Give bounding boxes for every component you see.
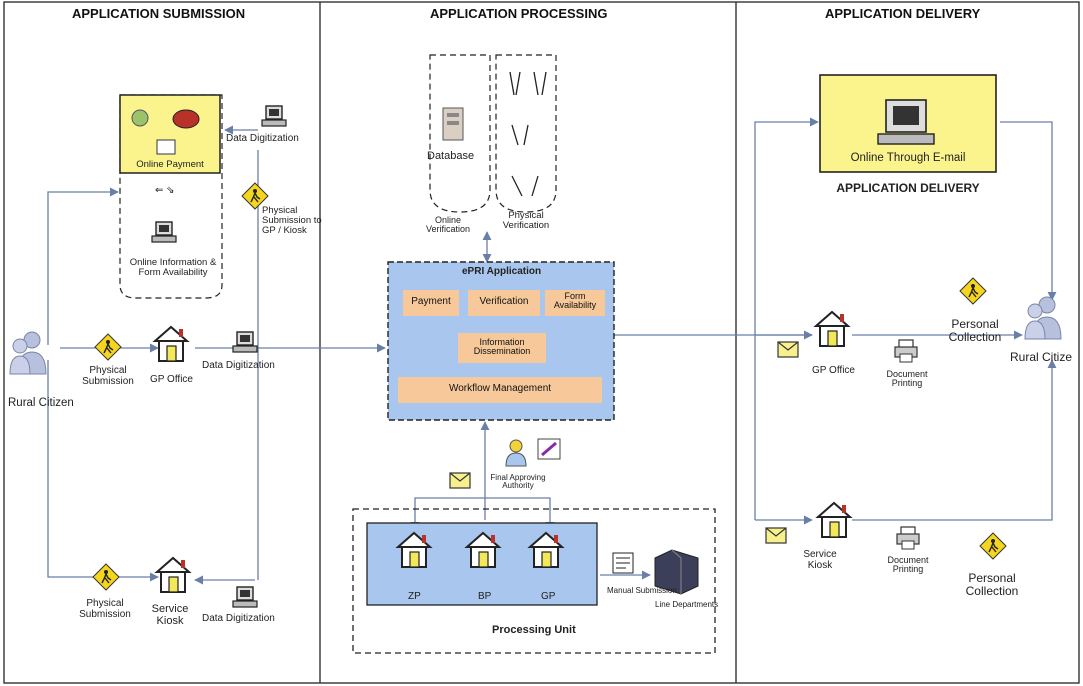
physical-verification-label: Physical Verification <box>502 210 550 231</box>
mouse-icon: ⇐ ⇘ <box>155 185 175 196</box>
information-dissemination-label: Information Dissemination <box>473 337 531 357</box>
online-payment-box <box>119 94 221 174</box>
online-verification-label: Online Verification <box>425 215 471 235</box>
service-kiosk-house-icon <box>156 557 190 593</box>
diamond-sign-icon <box>92 563 120 591</box>
section-title-processing: APPLICATION PROCESSING <box>430 6 608 21</box>
server-icon <box>654 549 699 595</box>
service-kiosk-label: Service Kiosk <box>803 549 837 571</box>
people-icon <box>509 71 547 197</box>
database-icon <box>442 107 464 141</box>
verification-box <box>468 290 540 316</box>
submission-connectors <box>47 125 386 585</box>
processing-unit-container <box>352 508 716 654</box>
personal-collection-label: Personal Collection <box>965 571 1019 598</box>
physical-verification-container <box>495 54 557 213</box>
online-payment-label: Online Payment <box>136 159 204 170</box>
delivery-connectors <box>754 117 1057 525</box>
information-dissemination-box <box>458 333 546 363</box>
service-kiosk-house-icon <box>817 502 851 538</box>
workflow-management-box <box>398 377 602 403</box>
online-email-label: Online Through E-mail <box>850 152 966 164</box>
physical-submission-gp-kiosk-label: Physical Submission to GP / Kiosk <box>262 205 322 236</box>
database-label: Database <box>427 150 475 162</box>
payment-gateway-icon <box>172 109 200 129</box>
verification-label: Verification <box>479 296 529 307</box>
personal-collection-label: Personal Collection <box>948 317 1002 344</box>
card-icon <box>156 139 176 155</box>
processing-unit-label: Processing Unit <box>492 624 576 636</box>
money-icon <box>131 109 149 127</box>
authority-person-icon <box>505 439 527 467</box>
payment-label: Payment <box>411 296 451 307</box>
printer-icon <box>894 339 918 363</box>
rural-citizen-icon <box>1024 296 1062 340</box>
final-approving-authority-label: Final Approving Authority <box>490 473 546 491</box>
outer-border <box>3 1 1080 684</box>
epri-application-title: ePRI Application <box>462 266 542 277</box>
online-services-container <box>119 94 223 299</box>
application-delivery-subheading: APPLICATION DELIVERY <box>836 181 980 195</box>
envelope-icon <box>765 527 787 544</box>
service-kiosk-label: Service Kiosk <box>151 603 189 627</box>
bp-label: BP <box>478 591 492 602</box>
workflow-management-label: Workflow Management <box>448 383 552 394</box>
gp-label: GP <box>541 591 556 602</box>
data-digitization-label: Data Digitization <box>202 613 275 624</box>
gp-office-house-icon <box>154 326 188 362</box>
gp-office-label: GP Office <box>150 374 193 385</box>
data-digitization-label: Data Digitization <box>202 360 275 371</box>
online-information-label: Online Information & Form Availability <box>129 257 217 278</box>
envelope-icon <box>449 472 471 489</box>
data-digitization-label: Data Digitization <box>226 133 299 144</box>
document-icon <box>612 552 634 574</box>
form-availability-label: Form Availability <box>553 291 597 311</box>
rural-citizen-label: Rural Citizen <box>8 397 74 409</box>
pen-icon <box>537 438 561 460</box>
computer-icon <box>151 221 177 243</box>
gp-office-label: GP Office <box>812 365 855 376</box>
zp-label: ZP <box>408 591 421 602</box>
online-verification-container <box>429 54 491 213</box>
computer-icon <box>261 105 287 127</box>
manual-submission-label: Manual Submission <box>607 586 677 595</box>
computer-icon <box>232 586 258 608</box>
section-title-submission: APPLICATION SUBMISSION <box>72 6 246 21</box>
form-availability-box <box>545 290 605 316</box>
line-departments-label: Line Departments <box>655 600 719 609</box>
physical-submission-label: Physical Submission <box>79 598 131 620</box>
rural-citizen-label: Rural Citize <box>1010 350 1073 364</box>
printer-icon <box>896 526 920 550</box>
physical-submission-label: Physical Submission <box>82 365 134 387</box>
diamond-sign-icon <box>959 277 987 305</box>
gp-office-house-icon <box>815 311 849 347</box>
document-printing-label: Document Printing <box>886 369 928 389</box>
payment-box <box>403 290 459 316</box>
envelope-icon <box>777 341 799 358</box>
document-printing-label: Document Printing <box>887 555 929 575</box>
rural-citizen-icon <box>9 331 47 375</box>
computer-icon <box>877 99 935 145</box>
diamond-sign-icon <box>979 532 1007 560</box>
diamond-sign-icon <box>94 333 122 361</box>
section-title-delivery: APPLICATION DELIVERY <box>825 6 981 21</box>
computer-icon <box>232 331 258 353</box>
